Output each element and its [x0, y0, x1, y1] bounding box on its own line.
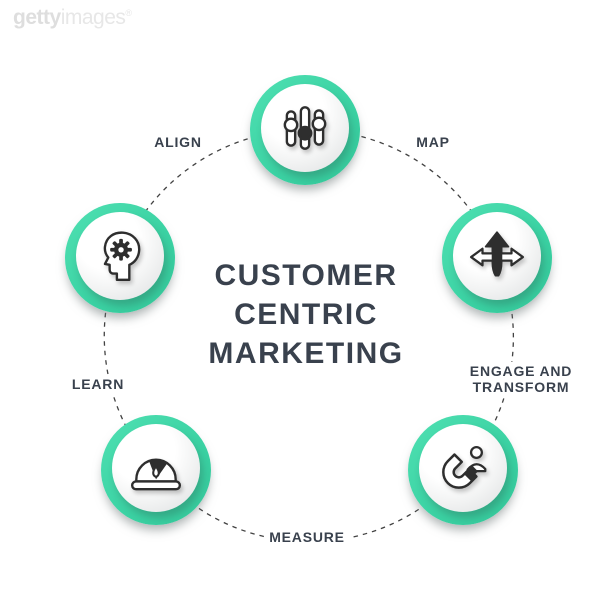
customer-magnet-icon [442, 445, 487, 489]
gauge-meter-icon [130, 458, 182, 491]
node-right [442, 203, 552, 313]
head-gear-icon [103, 231, 141, 282]
node-right-inner [453, 212, 541, 300]
label-engage-and-transform: ENGAGE AND TRANSFORM [465, 362, 577, 396]
gettyimages-watermark: gettyimages® [13, 6, 132, 30]
equalizer-sliders-icon [283, 106, 327, 150]
label-engage-line-1: ENGAGE AND [469, 363, 573, 379]
label-engage-line-2: TRANSFORM [472, 379, 570, 395]
registered-mark-icon: ® [125, 8, 132, 18]
node-bottom-right [408, 415, 518, 525]
node-bottom-left [101, 415, 211, 525]
label-map: MAP [412, 133, 454, 151]
watermark-light-text: images [60, 6, 126, 29]
label-align: ALIGN [150, 133, 206, 151]
title-line-3: MARKETING [208, 337, 404, 370]
title-line-1: CUSTOMER [214, 259, 398, 292]
three-way-arrows-icon [469, 231, 525, 277]
node-top-inner [261, 84, 349, 172]
node-bottom-left-inner [112, 424, 200, 512]
label-learn: LEARN [67, 375, 129, 393]
page-title: CUSTOMER CENTRIC MARKETING [0, 256, 612, 373]
node-left-inner [76, 212, 164, 300]
label-measure: MEASURE [265, 528, 349, 546]
node-bottom-right-inner [419, 424, 507, 512]
node-top [250, 75, 360, 185]
watermark-bold-text: getty [13, 6, 61, 29]
node-left [65, 203, 175, 313]
title-line-2: CENTRIC [234, 298, 378, 331]
